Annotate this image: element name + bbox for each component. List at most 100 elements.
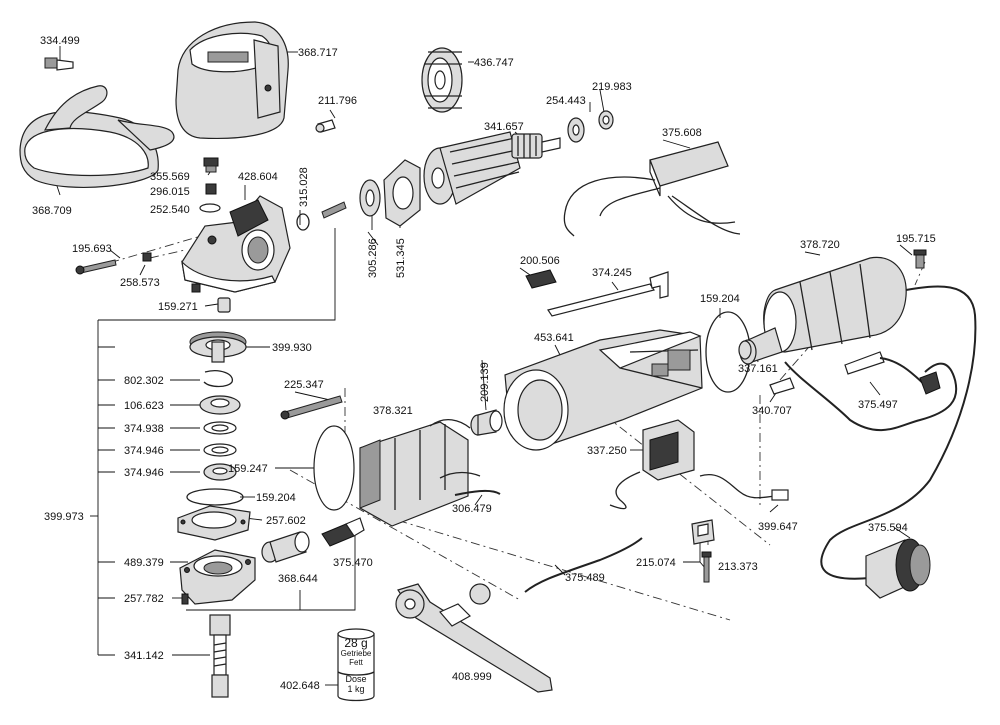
grease-line3-label: Dose <box>345 674 366 684</box>
electronic-375-608 <box>563 141 741 237</box>
motor-housing-453-641 <box>503 329 703 451</box>
washer-374-946-a <box>203 443 237 457</box>
oring-315-028-ring <box>296 213 310 231</box>
label-296-015: 296.015 <box>150 186 190 198</box>
bushing-337-161 <box>738 340 752 360</box>
circlip-802-302 <box>203 370 233 388</box>
label-252-540: 252.540 <box>150 204 190 216</box>
gear-housing-428-604 <box>181 195 291 293</box>
bushing-219-983 <box>598 110 614 130</box>
label-341-142: 341.142 <box>124 650 164 662</box>
label-408-999: 408.999 <box>452 671 492 683</box>
label-225-347: 225.347 <box>284 379 324 391</box>
bushing-368-644 <box>261 531 310 563</box>
label-195-693: 195.693 <box>72 243 112 255</box>
label-374-946-b: 374.946 <box>124 467 164 479</box>
fan-436-747 <box>421 47 463 113</box>
bushing-159-271 <box>217 297 231 313</box>
bearing-305-286 <box>359 179 381 217</box>
ring-252-540 <box>199 203 221 213</box>
cable-sleeve-375-497 <box>844 351 941 395</box>
label-453-641: 453.641 <box>534 332 574 344</box>
handle-housing-378-720 <box>739 256 907 365</box>
clamp-215-074 <box>691 519 715 545</box>
interference-399-647 <box>699 474 789 501</box>
screw-211-796 <box>315 119 336 133</box>
plug-375-594 <box>865 538 931 599</box>
bow-handle-368-709 <box>19 85 175 189</box>
label-374-245: 374.245 <box>592 267 632 279</box>
grease-line2-label: Fett <box>349 658 364 667</box>
bearing-flange-489-379 <box>179 549 256 605</box>
gear-cover-368-717 <box>175 21 289 139</box>
spring-296-015 <box>205 183 217 195</box>
screw-257-782 <box>181 593 189 605</box>
capacitor-337-250 <box>609 419 695 510</box>
label-334-499: 334.499 <box>40 35 80 47</box>
label-258-573: 258.573 <box>120 277 160 289</box>
power-cable <box>784 285 977 580</box>
label-337-250: 337.250 <box>587 445 627 457</box>
label-306-479: 306.479 <box>452 503 492 515</box>
label-195-715: 195.715 <box>896 233 936 245</box>
label-436-747: 436.747 <box>474 57 514 69</box>
label-375-470: 375.470 <box>333 557 373 569</box>
grease-line1-label: Getriebe <box>341 649 372 658</box>
disc-159-247 <box>313 425 355 511</box>
label-254-443: 254.443 <box>546 95 586 107</box>
grease-can-402-648: 28 g Getriebe Fett Dose 1 kg <box>337 628 375 702</box>
rod-374-245 <box>547 271 669 317</box>
label-399-647: 399.647 <box>758 521 798 533</box>
label-213-373: 213.373 <box>718 561 758 573</box>
label-211-796: 211.796 <box>318 95 357 107</box>
label-802-302: 802.302 <box>124 375 164 387</box>
connector-375-470 <box>321 517 365 547</box>
label-399-930: 399.930 <box>272 342 312 354</box>
bushing-340-707 <box>769 377 795 395</box>
label-215-074: 215.074 <box>636 557 676 569</box>
armature-341-657 <box>423 131 561 205</box>
label-355-569: 355.569 <box>150 171 190 183</box>
label-368-717: 368.717 <box>298 47 338 59</box>
label-337-161: 337.161 <box>738 363 778 375</box>
label-200-506: 200.506 <box>520 255 560 267</box>
label-159-204-a: 159.204 <box>256 492 296 504</box>
grease-weight-label: 28 g <box>344 636 367 650</box>
label-106-623: 106.623 <box>124 400 164 412</box>
screw-258-573 <box>142 252 201 293</box>
screw-334-499 <box>44 57 74 71</box>
bearing-254-443 <box>567 117 585 143</box>
label-305-286: 305.286 <box>367 238 379 278</box>
label-375-594: 375.594 <box>868 522 908 534</box>
cable-306-479 <box>454 489 501 496</box>
bearing-374-946-b <box>203 463 237 481</box>
stator-378-321 <box>359 419 481 527</box>
label-340-707: 340.707 <box>752 405 792 417</box>
pin-315-028 <box>321 201 347 219</box>
label-378-321: 378.321 <box>373 405 413 417</box>
grease-line4-label: 1 kg <box>347 684 364 694</box>
label-375-608: 375.608 <box>662 127 702 139</box>
label-341-657: 341.657 <box>484 121 524 133</box>
label-378-720: 378.720 <box>800 239 840 251</box>
label-374-938: 374.938 <box>124 423 164 435</box>
label-399-973: 399.973 <box>44 511 84 523</box>
label-375-497: 375.497 <box>858 399 898 411</box>
bearing-plate-531-345 <box>383 159 421 227</box>
label-159-271: 159.271 <box>158 301 198 313</box>
cable-375-489 <box>524 537 643 593</box>
switch-200-506 <box>525 269 557 289</box>
washer-374-938 <box>203 421 237 435</box>
label-257-602: 257.602 <box>266 515 306 527</box>
label-374-946-a: 374.946 <box>124 445 164 457</box>
part-labels: 334.499 368.717 211.796 368.709 355.569 … <box>32 35 936 692</box>
label-219-983: 219.983 <box>592 81 632 93</box>
label-315-028: 315.028 <box>298 167 310 207</box>
label-368-709: 368.709 <box>32 205 72 217</box>
label-402-648: 402.648 <box>280 680 320 692</box>
wrench-408-999 <box>395 583 553 693</box>
label-375-489: 375.489 <box>565 572 605 584</box>
spindle-341-142 <box>209 614 231 698</box>
screw-195-693 <box>75 259 117 275</box>
